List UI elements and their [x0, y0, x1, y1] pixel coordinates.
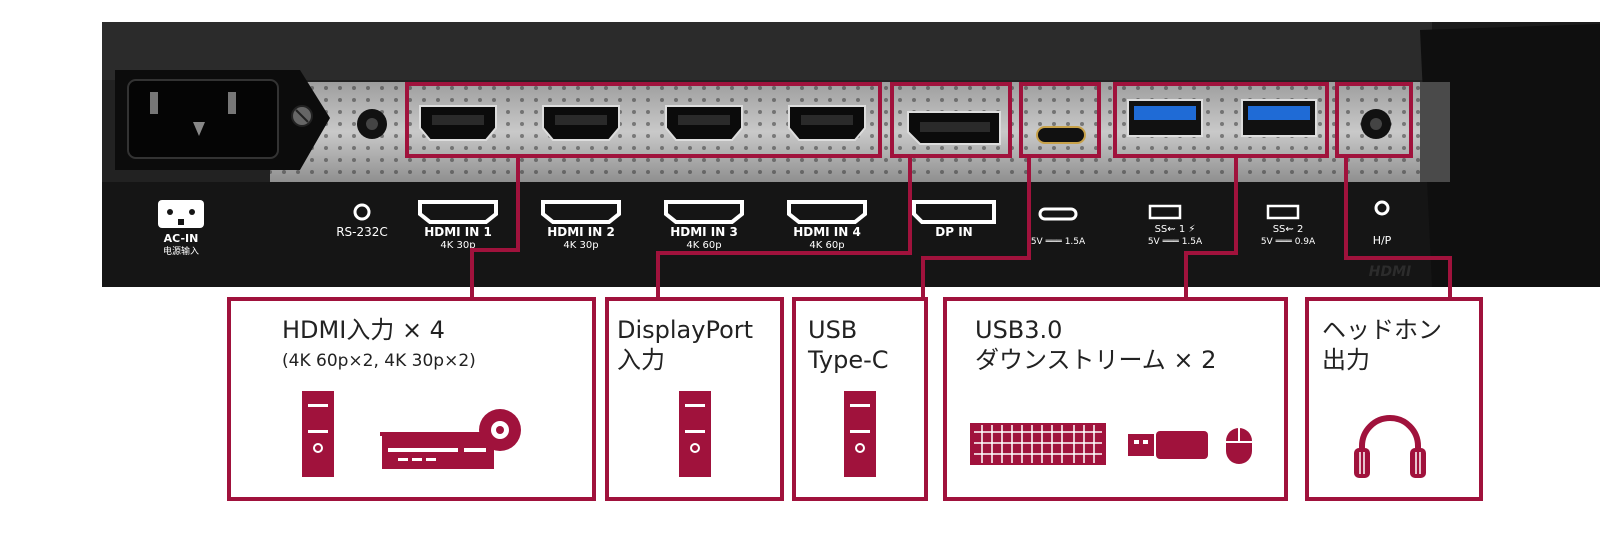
usb3-callout-line1: USB3.0 [975, 316, 1062, 344]
hp-symbol [1374, 200, 1390, 216]
rs232c-label: RS-232C [336, 225, 388, 239]
highlight-usbc [1019, 82, 1101, 158]
ac-in-cn-label: 电源输入 [163, 245, 199, 257]
dvd-player-icon [380, 409, 521, 469]
hdmi2-symbol [541, 200, 621, 224]
connector-hdmi [470, 156, 520, 298]
hdmi3-symbol [664, 200, 744, 224]
hdmi3-res-label: 4K 60p [686, 240, 721, 251]
hdmi2-res-label: 4K 30p [563, 240, 598, 251]
hdmi-port-2 [542, 105, 620, 141]
usbc-callout-line1: USB [808, 316, 857, 344]
dp-in-label: DP IN [935, 225, 972, 239]
usb1-power-label: 5V ═══ 1.5A [1148, 237, 1203, 247]
headphone-jack [1361, 109, 1391, 139]
ac-in-symbol [158, 200, 204, 228]
displayport-port [907, 111, 1001, 145]
callout-usb3: USB3.0 ダウンストリーム × 2 [943, 297, 1288, 501]
connector-usb3 [1184, 156, 1238, 298]
hdmi4-res-label: 4K 60p [809, 240, 844, 251]
dp-callout-line2: 入力 [617, 346, 665, 374]
highlight-hdmi [405, 82, 882, 158]
pc-tower-icon [302, 391, 334, 477]
hdmi1-res-label: 4K 30p [440, 240, 475, 251]
hdmi-port-3 [665, 105, 743, 141]
pc-tower-icon [679, 391, 711, 477]
dp-callout-line1: DisplayPort [617, 316, 753, 344]
connector-usbc [921, 156, 1031, 298]
monitor-panel-photo: AC-IN 电源输入 RS-232C HDMI IN 1 4K 30p HDMI… [102, 22, 1600, 287]
usb2-label: SS⇜ 2 [1273, 224, 1304, 235]
usb1-label: SS⇜ 1 ⚡ [1155, 224, 1196, 235]
usbc-power-label: 5V ═══ 1.5A [1031, 237, 1086, 247]
callout-headphones: ヘッドホン 出力 [1305, 297, 1483, 501]
hdmi1-symbol [418, 200, 498, 224]
hdmi4-label: HDMI IN 4 [793, 225, 861, 239]
usb-a-port-1 [1127, 99, 1203, 137]
rs232c-jack [357, 109, 387, 139]
callout-displayport: DisplayPort 入力 [605, 297, 784, 501]
usb2-symbol [1266, 204, 1300, 220]
mouse-icon [1226, 428, 1252, 464]
pc-tower-icon [844, 391, 876, 477]
rs232c-symbol [353, 203, 371, 221]
connector-hp [1344, 156, 1452, 298]
hdmi1-label: HDMI IN 1 [424, 225, 492, 239]
hdmi-logo: HDMI [1369, 264, 1411, 280]
ac-inlet [115, 70, 330, 170]
hdmi-callout-subtitle: (4K 60p×2, 4K 30p×2) [282, 351, 476, 371]
hp-callout-line2: 出力 [1322, 346, 1370, 374]
hdmi-callout-title: HDMI入力 × 4 [282, 316, 445, 344]
hp-label: H/P [1373, 234, 1392, 247]
usb-stick-icon [1128, 431, 1208, 459]
hdmi-port-4 [788, 105, 866, 141]
highlight-dp [890, 82, 1012, 158]
usb-c-port [1036, 126, 1086, 144]
headphones-icon [1354, 415, 1426, 478]
keyboard-icon [970, 423, 1106, 465]
ac-in-label: AC-IN [164, 232, 199, 245]
hdmi2-label: HDMI IN 2 [547, 225, 615, 239]
usbc-callout-line2: Type-C [807, 346, 889, 374]
hdmi-port-1 [419, 105, 497, 141]
callout-usb-c: USB Type-C [792, 297, 928, 501]
dp-symbol [912, 200, 996, 224]
hdmi4-symbol [787, 200, 867, 224]
usb-a-port-2 [1241, 99, 1317, 137]
highlight-usb3 [1113, 82, 1329, 158]
hp-callout-line1: ヘッドホン [1322, 316, 1442, 344]
usb3-callout-line2: ダウンストリーム × 2 [975, 346, 1216, 374]
hdmi3-label: HDMI IN 3 [670, 225, 738, 239]
usb2-power-label: 5V ═══ 0.9A [1261, 237, 1316, 247]
connector-dp [656, 156, 912, 298]
connector-lines [470, 156, 1452, 298]
port-highlights [405, 82, 1413, 158]
usbc-symbol [1038, 207, 1078, 221]
callout-hdmi: HDMI入力 × 4 (4K 60p×2, 4K 30p×2) [227, 297, 596, 501]
highlight-hp [1335, 82, 1413, 158]
usb1-symbol [1148, 204, 1182, 220]
